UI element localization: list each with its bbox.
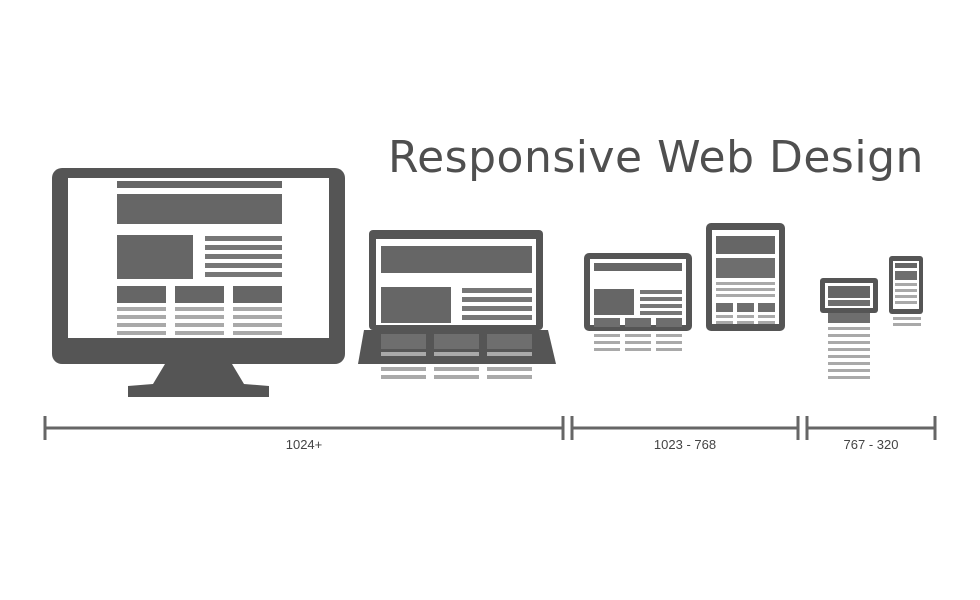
- range-label-tablet: 1023 - 768: [653, 437, 717, 452]
- laptop-icon: [358, 230, 556, 379]
- tablet-landscape-icon: [584, 253, 692, 351]
- diagram-title: Responsive Web Design: [388, 132, 924, 183]
- breakpoint-scale: [43, 416, 937, 440]
- range-label-phone: 767 - 320: [843, 437, 899, 452]
- phone-landscape-icon: [820, 278, 878, 379]
- phone-portrait-icon: [889, 256, 923, 326]
- range-label-desktop: 1024+: [285, 437, 323, 452]
- tablet-portrait-icon: [706, 223, 785, 331]
- desktop-monitor-icon: [52, 168, 345, 397]
